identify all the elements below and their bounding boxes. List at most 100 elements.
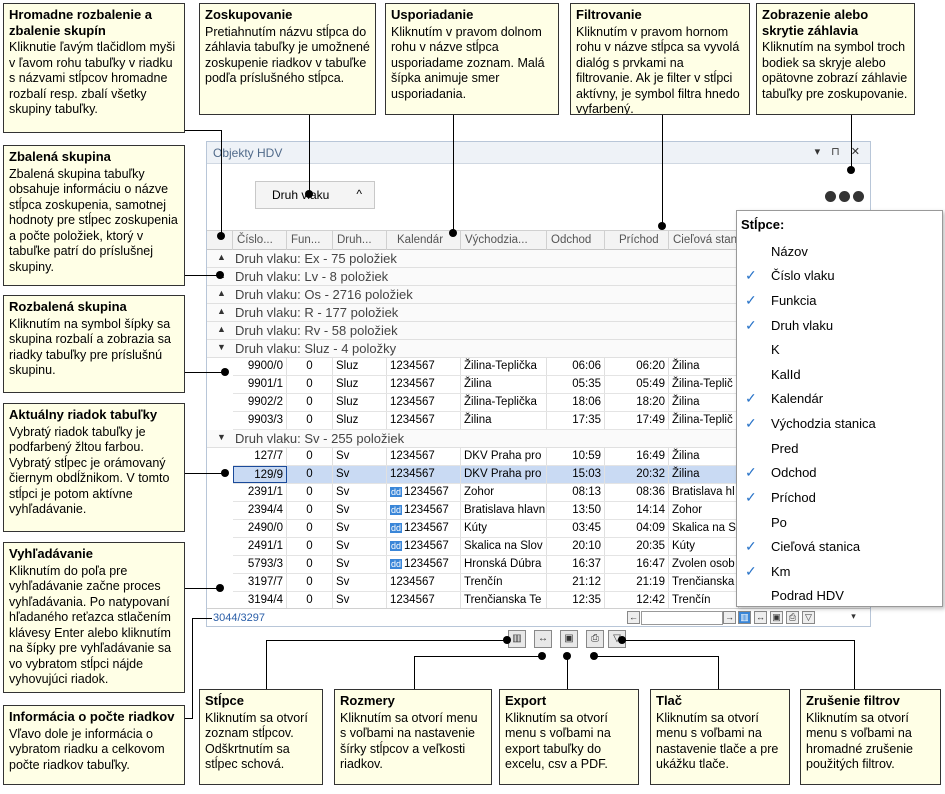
cell[interactable]: 20:10 — [547, 538, 605, 555]
sizes-button-icon[interactable]: ↔ — [534, 630, 552, 648]
cell[interactable]: 03:45 — [547, 520, 605, 537]
cell[interactable]: 3194/4 — [233, 592, 287, 609]
column-option[interactable]: ✓Odchod — [737, 461, 942, 485]
cell[interactable]: 16:47 — [605, 556, 669, 573]
table-row[interactable]: 127/7 0 Sv 1234567 DKV Praha pro 10:59 1… — [233, 448, 870, 466]
cell[interactable]: Sluz — [333, 412, 387, 429]
cell[interactable]: 2491/1 — [233, 538, 287, 555]
cell[interactable]: Sluz — [333, 358, 387, 375]
window-controls[interactable]: ▾ ⊓ ✕ — [814, 146, 864, 158]
cell[interactable]: Hronská Dúbra — [461, 556, 547, 573]
cell[interactable]: Sv — [333, 538, 387, 555]
filter-mini-icon[interactable]: ▽ — [802, 611, 815, 624]
cell[interactable]: Sv — [333, 520, 387, 537]
group-row-collapsed[interactable]: ▲Druh vlaku: R - 177 položiek — [207, 304, 870, 322]
group-row-expanded[interactable]: ▼Druh vlaku: Sv - 255 položiek — [207, 430, 870, 448]
print-button-icon[interactable]: ⎙ — [586, 630, 604, 648]
column-option[interactable]: Názov — [737, 240, 942, 264]
cell[interactable]: Trenčianska — [669, 574, 739, 591]
cell[interactable]: 1234567 — [404, 522, 449, 534]
cell[interactable]: 9903/3 — [233, 412, 287, 429]
cell[interactable]: Sv — [333, 448, 387, 465]
cell[interactable]: Sv — [333, 502, 387, 519]
cell[interactable]: Bratislava hl — [669, 484, 739, 501]
cell[interactable]: Žilina — [669, 394, 739, 411]
group-row-collapsed[interactable]: ▲Druh vlaku: Ex - 75 položiek — [207, 250, 870, 268]
cell[interactable]: 12:42 — [605, 592, 669, 609]
cell[interactable]: 1234567 — [387, 574, 461, 591]
cell[interactable]: 17:35 — [547, 412, 605, 429]
cell[interactable]: Zvolen osob — [669, 556, 739, 573]
cell[interactable]: Zohor — [461, 484, 547, 501]
cell[interactable]: 0 — [287, 520, 333, 537]
export-mini-icon[interactable]: ▣ — [770, 611, 783, 624]
cell[interactable]: 0 — [287, 484, 333, 501]
cell[interactable]: Žilina — [461, 376, 547, 393]
cell[interactable]: Zohor — [669, 502, 739, 519]
cell[interactable]: 18:06 — [547, 394, 605, 411]
cell[interactable]: 20:35 — [605, 538, 669, 555]
cell[interactable]: Sv — [333, 574, 387, 591]
column-option[interactable]: ✓Východzia stanica — [737, 412, 942, 436]
collapse-arrow-icon[interactable]: ▼ — [217, 342, 226, 352]
cell[interactable]: 0 — [287, 412, 333, 429]
expand-arrow-icon[interactable]: ▲ — [217, 252, 226, 262]
cell[interactable]: Kúty — [461, 520, 547, 537]
cell[interactable]: Sv — [333, 592, 387, 609]
group-chip-druh-vlaku[interactable]: Druh vlaku ^ — [255, 181, 375, 209]
cell[interactable]: 16:49 — [605, 448, 669, 465]
table-row[interactable]: 9903/3 0 Sluz 1234567 Žilina 17:35 17:49… — [233, 412, 870, 430]
dropdown-arrow-icon[interactable]: ▾ — [851, 611, 856, 621]
cell[interactable]: 20:32 — [605, 466, 669, 483]
export-button-icon[interactable]: ▣ — [560, 630, 578, 648]
table-row-selected[interactable]: 129/9 0 Sv 1234567 DKV Praha pro 15:03 2… — [233, 466, 870, 484]
cell[interactable]: Žilina — [669, 448, 739, 465]
cell[interactable]: Sv — [333, 466, 387, 483]
cell[interactable]: 0 — [287, 394, 333, 411]
cell[interactable]: Sluz — [333, 376, 387, 393]
column-header[interactable]: Cieľová stan — [669, 231, 739, 250]
table-row[interactable]: 9902/2 0 Sluz 1234567 Žilina-Teplička 18… — [233, 394, 870, 412]
search-next-icon[interactable]: → — [723, 611, 736, 624]
column-option[interactable]: Po — [737, 511, 942, 535]
cell[interactable]: 3197/7 — [233, 574, 287, 591]
column-option[interactable]: ✓Kalendár — [737, 387, 942, 411]
cell[interactable]: Žilina-Teplič — [669, 376, 739, 393]
cell[interactable]: 15:03 — [547, 466, 605, 483]
cell[interactable]: 12:35 — [547, 592, 605, 609]
cell[interactable]: Trenčianska Te — [461, 592, 547, 609]
group-row-collapsed[interactable]: ▲Druh vlaku: Os - 2716 položiek — [207, 286, 870, 304]
cell[interactable]: 14:14 — [605, 502, 669, 519]
cell[interactable]: Žilina-Teplič — [669, 412, 739, 429]
group-row-expanded[interactable]: ▼Druh vlaku: Sluz - 4 položky — [207, 340, 870, 358]
cell[interactable]: 2391/1 — [233, 484, 287, 501]
cell[interactable]: 2394/4 — [233, 502, 287, 519]
column-header[interactable]: Východzia... — [461, 231, 547, 250]
column-option[interactable]: Podrad HDV — [737, 584, 942, 608]
cell[interactable]: 04:09 — [605, 520, 669, 537]
cell[interactable]: 0 — [287, 556, 333, 573]
column-header[interactable]: Fun... — [287, 231, 333, 250]
cell[interactable]: 0 — [287, 502, 333, 519]
cell[interactable]: 21:19 — [605, 574, 669, 591]
cell[interactable]: 9900/0 — [233, 358, 287, 375]
cell[interactable]: 1234567 — [387, 592, 461, 609]
cell[interactable]: Sv — [333, 484, 387, 501]
cell[interactable]: Žilina-Teplička — [461, 358, 547, 375]
column-option[interactable]: ✓Príchod — [737, 486, 942, 510]
cell[interactable]: 21:12 — [547, 574, 605, 591]
search-prev-icon[interactable]: ← — [627, 611, 640, 624]
table-row[interactable]: 9900/0 0 Sluz 1234567 Žilina-Teplička 06… — [233, 358, 870, 376]
column-option[interactable]: ✓Funkcia — [737, 289, 942, 313]
cell[interactable]: 16:37 — [547, 556, 605, 573]
cell[interactable]: Bratislava hlavn — [461, 502, 547, 519]
column-option[interactable]: Pred — [737, 437, 942, 461]
cell[interactable]: 1234567 — [387, 394, 461, 411]
cell[interactable]: 08:13 — [547, 484, 605, 501]
column-header[interactable]: Číslo... — [233, 231, 287, 250]
cell[interactable]: 9901/1 — [233, 376, 287, 393]
three-dots-toggle-icon[interactable] — [822, 189, 864, 207]
cell[interactable]: 05:35 — [547, 376, 605, 393]
